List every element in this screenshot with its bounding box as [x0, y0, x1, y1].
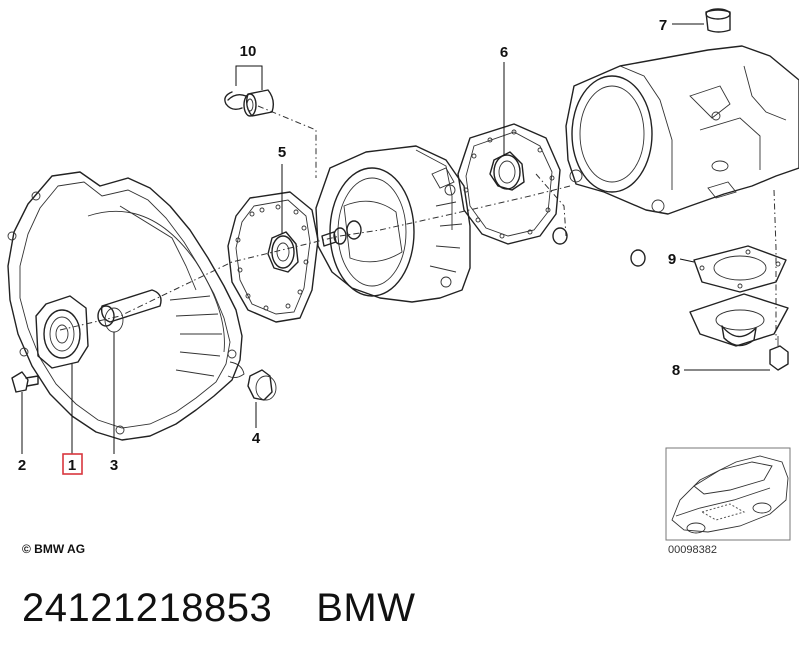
callout-9[interactable]: 9	[668, 251, 676, 268]
callout-8[interactable]: 8	[672, 362, 680, 379]
assembly-axis-line-2	[257, 105, 317, 178]
output-seal-part	[489, 151, 525, 191]
callout-7[interactable]: 7	[659, 17, 667, 34]
leader-line-9	[679, 258, 695, 263]
needle-bearing-part	[224, 89, 275, 117]
o-ring-right-upper	[552, 227, 568, 245]
o-ring-right-lower	[630, 249, 646, 267]
gasket-rear	[457, 123, 561, 245]
callout-1[interactable]: 1	[68, 457, 76, 474]
car-outline-icon	[671, 455, 789, 533]
leader-line-10	[235, 65, 263, 90]
assembly-axis-line	[59, 185, 571, 331]
o-ring-center	[321, 220, 362, 247]
shaft-seal-part	[35, 295, 89, 369]
reference-number: 00098382	[668, 544, 717, 556]
vehicle-thumbnail	[665, 447, 791, 541]
bolt-part-right	[247, 369, 277, 401]
cover-gasket-part	[693, 245, 787, 293]
intermediate-housing	[315, 145, 471, 303]
callout-3[interactable]: 3	[110, 457, 118, 474]
bolt-part-left	[11, 371, 39, 393]
copyright-text: © BMW AG	[22, 542, 85, 556]
callout-5[interactable]: 5	[278, 144, 286, 161]
assembly-axis-line-3	[535, 173, 567, 237]
callout-6[interactable]: 6	[500, 44, 508, 61]
gasket-center	[227, 191, 319, 323]
oil-seal-part	[267, 231, 299, 273]
part-number: 24121218853	[22, 586, 273, 630]
callout-4[interactable]: 4	[252, 430, 261, 447]
closing-plug-part	[705, 8, 731, 33]
transmission-housing	[565, 45, 799, 215]
cover-plate-part	[689, 293, 789, 347]
assembly-axis-line-4	[773, 189, 777, 340]
callout-10[interactable]: 10	[240, 43, 257, 60]
bell-housing	[7, 171, 245, 441]
cover-bolt-part	[769, 336, 789, 371]
callout-2[interactable]: 2	[18, 457, 26, 474]
brand-name: BMW	[316, 586, 416, 630]
highlight-box-1	[62, 453, 83, 475]
part-caption: 24121218853 BMW	[22, 586, 415, 631]
